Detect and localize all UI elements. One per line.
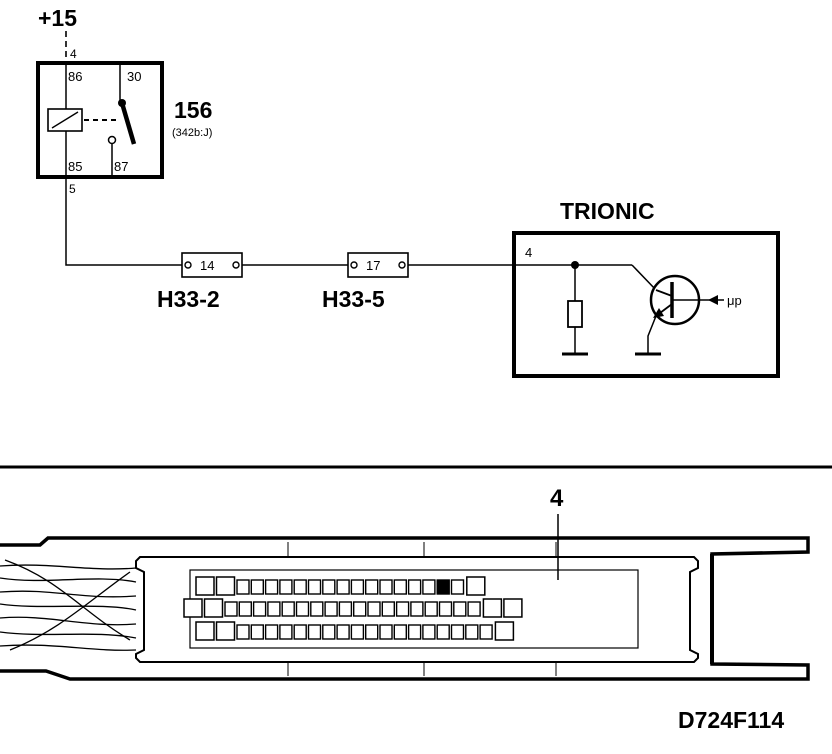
plug-pin-small — [336, 579, 350, 595]
plug-pin-small — [365, 579, 379, 595]
plug-pin-small — [250, 624, 265, 640]
ecu-mu-label: μp — [727, 293, 742, 308]
ecu-trionic: 4 μp — [408, 231, 780, 378]
plug-pin-small — [224, 601, 238, 617]
figure-id: D724F114 — [678, 707, 784, 733]
plug-pin-small — [236, 579, 250, 595]
plug-pin-small — [279, 624, 293, 640]
plug-pin-small — [310, 601, 324, 617]
ecu-resistor — [567, 300, 583, 328]
plug-pin-large — [494, 621, 515, 641]
plug-pin-small — [410, 601, 424, 617]
pin-callout: 4 — [550, 485, 564, 512]
plug-pin-small — [252, 601, 267, 617]
transistor-base-arrow — [708, 295, 718, 305]
plug-pin-large — [195, 621, 215, 641]
ecu-housing — [512, 231, 780, 378]
plug-pin-small — [422, 579, 436, 595]
plug-pin-small — [453, 601, 467, 617]
connector-h33-5-label: H33-5 — [322, 286, 385, 312]
plug-pin-small — [264, 624, 279, 640]
plug-pin-small — [338, 601, 353, 617]
plug-pin-small — [381, 601, 395, 617]
terminal-87: 87 — [114, 159, 128, 174]
plug-pin-large — [503, 598, 523, 618]
terminal-86: 86 — [68, 69, 82, 84]
plug-pin-small — [322, 624, 336, 640]
plug-pin-small — [379, 579, 393, 595]
plug-pin-small — [467, 601, 481, 617]
connector-h33-2-label: H33-2 — [157, 286, 220, 312]
plug-pin-small — [295, 601, 310, 617]
connector-h33-5-pin: 17 — [366, 258, 380, 273]
plug-pin-small — [407, 624, 422, 640]
ecu-title: TRIONIC — [560, 198, 655, 224]
plug-pin-small — [293, 579, 307, 595]
plug-pin-small — [353, 601, 367, 617]
plug-pin-small — [393, 624, 407, 640]
relay-switch-arm — [119, 102, 137, 145]
terminal-85: 85 — [68, 159, 82, 174]
plug-pin-small — [479, 624, 493, 640]
plug-pin-small — [438, 601, 453, 617]
plug-pin-small — [350, 579, 365, 595]
plug-pin-small — [393, 579, 407, 595]
plug-pin-small — [264, 579, 279, 595]
plug-pin-small — [395, 601, 410, 617]
plug-pin-small — [407, 579, 422, 595]
plug-pin-small — [379, 624, 393, 640]
plug-pin-small — [307, 579, 322, 595]
relay-pin-out: 5 — [69, 182, 76, 196]
ecu-pin: 4 — [525, 245, 532, 260]
plug-pin-small — [450, 624, 465, 640]
plug-pin-large — [215, 621, 236, 641]
wire-relay-to-h33-2 — [65, 178, 182, 266]
plug-pin-small — [350, 624, 365, 640]
plug-pin-small — [279, 579, 293, 595]
plug-pin-small — [465, 624, 479, 640]
ecu-plug-view: 4 — [0, 485, 810, 681]
supply-label: +15 — [38, 5, 77, 31]
plug-pin-small — [281, 601, 295, 617]
plug-pin-small — [250, 579, 265, 595]
plug-pin-large — [215, 576, 236, 596]
plug-pin-small — [365, 624, 379, 640]
plug-pin-large — [482, 598, 503, 618]
relay-number: 156 — [174, 97, 212, 123]
connector-h33-2: 14 — [181, 252, 243, 278]
plug-pin-small — [336, 624, 350, 640]
plug-pin-small — [267, 601, 281, 617]
connector-h33-5: 17 — [347, 252, 409, 278]
cable-bundle — [0, 559, 137, 651]
plug-pin-large — [466, 576, 486, 596]
plug-pin-small — [436, 624, 450, 640]
plug-pin-small — [424, 601, 438, 617]
plug-pin-small — [307, 624, 322, 640]
relay-pin-in: 4 — [70, 47, 77, 61]
relay-156: 86 30 85 87 — [36, 61, 164, 179]
plug-pin-grid — [183, 576, 523, 641]
plug-pin-large — [195, 576, 215, 596]
relay-contact-87 — [107, 135, 117, 145]
plug-pin-highlighted — [436, 579, 450, 595]
relay-reference: (342b:J) — [172, 127, 212, 139]
plug-pin-small — [422, 624, 436, 640]
relay-housing — [36, 61, 164, 179]
plug-pin-large — [203, 598, 224, 618]
plug-pin-small — [238, 601, 253, 617]
connector-h33-2-pin: 14 — [200, 258, 214, 273]
plug-pin-small — [367, 601, 381, 617]
plug-pin-small — [236, 624, 250, 640]
plug-pin-small — [322, 579, 336, 595]
plug-pin-small — [293, 624, 307, 640]
terminal-30: 30 — [127, 69, 141, 84]
plug-pin-large — [183, 598, 203, 618]
plug-pin-small — [450, 579, 465, 595]
plug-pin-small — [324, 601, 338, 617]
